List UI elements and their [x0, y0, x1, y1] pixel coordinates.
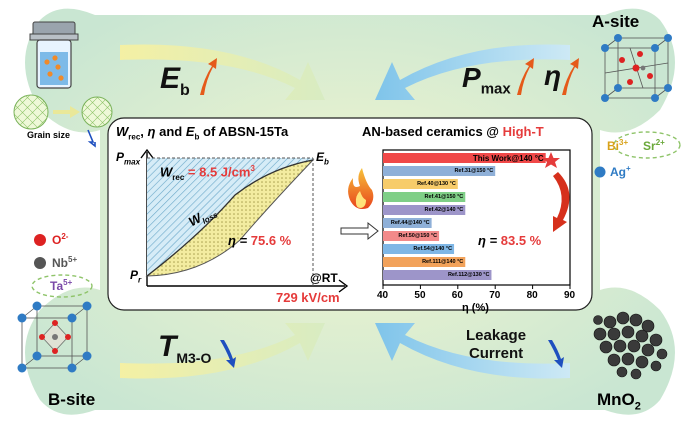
field-label: 729 kV/cm: [276, 290, 340, 305]
bar-7: [383, 244, 455, 254]
pmax-up-arrow-icon: [517, 58, 534, 95]
pr-axis-label: Pr: [130, 268, 142, 285]
wrec-label: Wrec = 8.5 J/cm3: [160, 164, 255, 182]
eb-effect-label: Eb: [160, 62, 190, 99]
eb-point-label: Eb: [316, 150, 329, 167]
ag-ion-icon: [594, 166, 606, 178]
mno2-label: MnO2: [597, 390, 641, 413]
bar-label-2: Ref.40@130 °C: [417, 181, 456, 187]
x-tick-label-90: 90: [564, 290, 576, 301]
pmax-axis-label: Pmax: [116, 150, 141, 167]
bar-3: [383, 192, 466, 202]
bar-6: [383, 231, 440, 241]
bar-label-3: Ref.41@150 °C: [424, 194, 464, 200]
arrow-bottom-right: [375, 323, 570, 379]
bar-label-9: Ref.112@130 °C: [447, 272, 490, 278]
this-work-star-icon: [542, 152, 560, 168]
grain-large-icon: [13, 94, 49, 130]
a-site-label: A-site: [592, 12, 640, 31]
x-tick-label-70: 70: [489, 290, 501, 301]
ta-ellipse: [31, 274, 93, 298]
grain-arrow: [53, 106, 80, 118]
b-site-atoms: [17, 301, 92, 373]
leakage-down-arrow-icon: [548, 340, 564, 368]
bi-ion-label: Bi3+: [607, 138, 629, 153]
eta-effect-label: η: [544, 60, 562, 91]
bar-1: [383, 166, 496, 176]
ag-ion-label: Ag+: [610, 164, 631, 179]
x-tick-label-80: 80: [526, 290, 538, 301]
bar-8: [383, 257, 466, 267]
tm-down-arrow-icon: [220, 340, 236, 368]
bar-chart: [382, 149, 571, 289]
bar-4: [383, 205, 466, 215]
x-tick-label-40: 40: [377, 290, 389, 301]
bar-label-7: Ref.54@140 °C: [413, 246, 453, 252]
tm-effect-label: TM3-O: [158, 330, 212, 366]
a-site-atoms: [601, 34, 672, 102]
bar-0: [383, 153, 546, 163]
bar-5: [383, 218, 432, 228]
grain-small-icon: [81, 96, 113, 128]
heat-flame-icon: [348, 168, 374, 209]
o-ion-label: O2-: [52, 232, 69, 247]
bar-9: [383, 270, 492, 280]
bar-label-5: Ref.44@140 °C: [390, 220, 430, 226]
pmax-effect-label: Pmax: [462, 62, 511, 98]
improvement-arrow-icon: [553, 172, 570, 232]
bar-2: [383, 179, 458, 189]
mno2-particles-icon: [593, 311, 668, 380]
eb-up-arrow-icon: [200, 58, 217, 95]
bar-label-1: Ref.31@150 °C: [454, 168, 494, 174]
arrow-top-left: [120, 44, 325, 100]
bar-label-8: Ref.111@140 °C: [422, 259, 464, 265]
bar-label-4: Ref.42@140 °C: [424, 207, 464, 213]
x-tick-label-60: 60: [451, 290, 463, 301]
wrec-region: [147, 158, 313, 276]
nb-ion-icon: [34, 257, 46, 269]
left-eta-label: η = 75.6 %: [228, 233, 292, 248]
right-eta-label: η = 83.5 %: [478, 233, 542, 248]
sr-ion-label: Sr2+: [643, 138, 665, 153]
reactor-vessel-icon: [29, 21, 79, 89]
grain-size-label: Grain size: [27, 130, 71, 140]
left-panel-title: Wrec, η and Eb of ABSN-15Ta: [116, 124, 289, 142]
arrow-bottom-left: [120, 323, 325, 379]
rt-label: @RT: [310, 271, 338, 285]
eta-up-arrow-icon: [562, 58, 579, 95]
bar-x-axis-label: η (%): [462, 302, 489, 314]
transition-arrow-icon: [340, 221, 379, 241]
bar-label-6: Ref.50@150 °C: [398, 233, 438, 239]
grain-down-arrow-icon: [87, 129, 96, 148]
pe-loop-chart: [140, 148, 349, 293]
arrow-top-right: [375, 44, 570, 100]
nb-ion-label: Nb5+: [52, 255, 78, 270]
b-site-label: B-site: [48, 390, 96, 409]
ta-ion-label: Ta5+: [50, 278, 73, 293]
bar-label-0: This Work@140 °C: [472, 153, 544, 163]
bi-sr-ellipse: [613, 131, 681, 159]
right-panel-title: AN-based ceramics @ High-T: [362, 124, 544, 139]
o-ion-icon: [34, 234, 46, 246]
x-tick-label-50: 50: [414, 290, 426, 301]
